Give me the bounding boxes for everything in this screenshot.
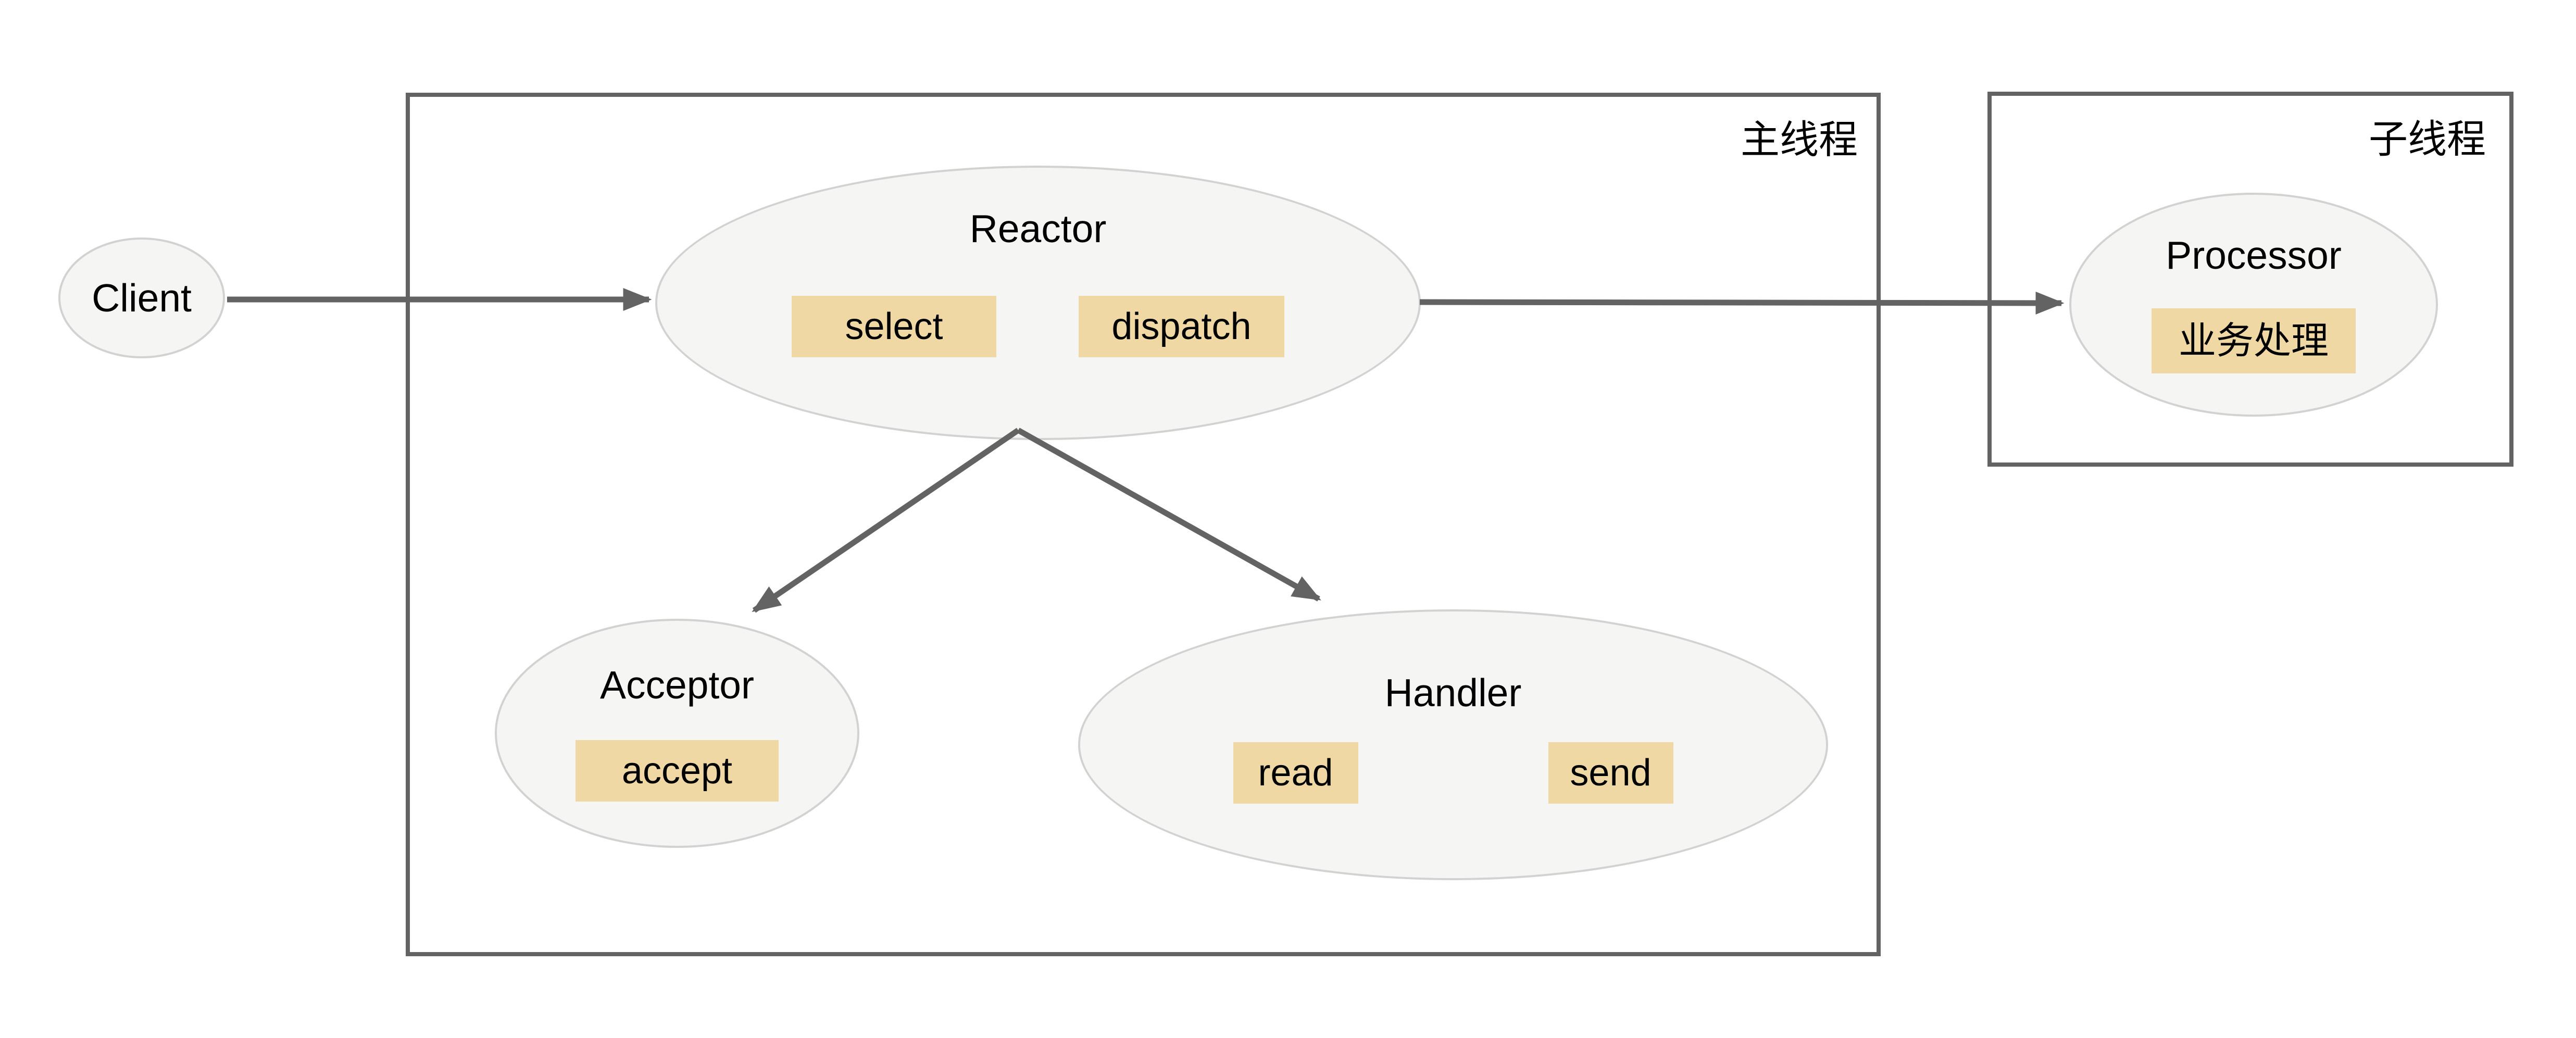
node-handler: Handler read send — [1078, 609, 1828, 880]
badge-accept: accept — [576, 740, 779, 802]
node-handler-badges: read send — [1233, 742, 1673, 804]
badge-dispatch: dispatch — [1079, 296, 1284, 357]
node-handler-label: Handler — [1384, 670, 1522, 715]
node-acceptor-badges: accept — [576, 740, 779, 802]
node-processor-badges: 业务处理 — [2152, 308, 2356, 373]
main-thread-box: 主线程 — [406, 93, 1881, 956]
sub-thread-box: 子线程 — [1987, 92, 2514, 467]
node-reactor: Reactor select dispatch — [655, 166, 1421, 440]
node-client: Client — [58, 237, 225, 358]
node-processor: Processor 业务处理 — [2069, 193, 2438, 417]
node-acceptor: Acceptor accept — [495, 619, 859, 848]
node-reactor-badges: select dispatch — [792, 296, 1284, 357]
node-processor-label: Processor — [2166, 233, 2342, 277]
node-reactor-label: Reactor — [969, 207, 1107, 251]
badge-send: send — [1548, 742, 1673, 804]
badge-business-processing: 业务处理 — [2152, 308, 2356, 373]
node-client-label: Client — [92, 276, 192, 320]
badge-select: select — [792, 296, 996, 357]
main-thread-label: 主线程 — [1740, 118, 1858, 161]
badge-read: read — [1233, 742, 1358, 804]
node-acceptor-label: Acceptor — [600, 662, 754, 707]
sub-thread-label: 子线程 — [2368, 117, 2486, 161]
